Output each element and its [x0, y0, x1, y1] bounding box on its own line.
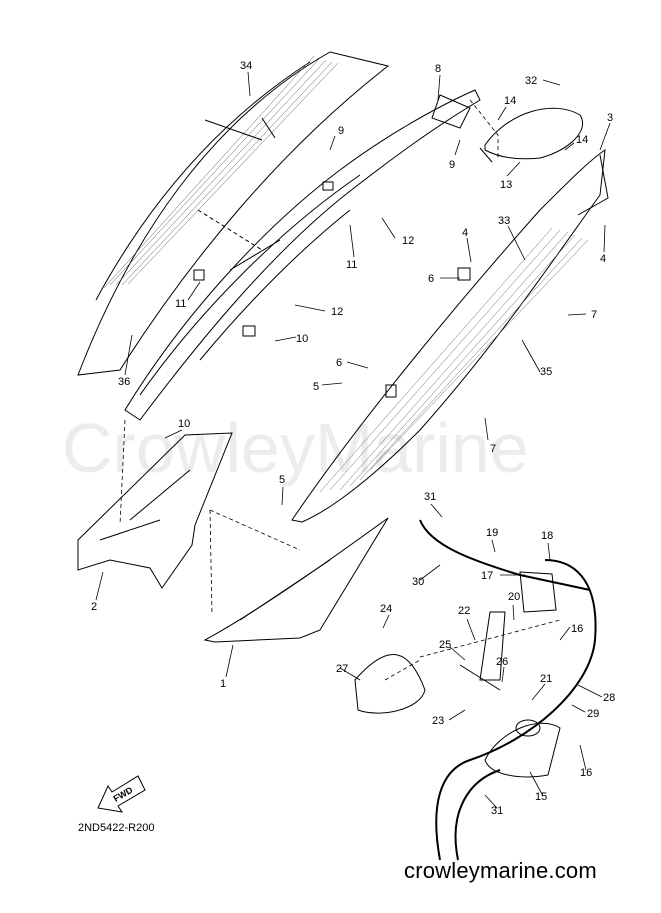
callout-36: 36 [118, 376, 130, 388]
callouts: 34 8 32 3 14 14 9 9 13 12 11 4 4 33 6 11… [91, 60, 615, 817]
callout-26: 26 [496, 656, 508, 668]
callout-10-lower: 10 [178, 418, 190, 430]
brand-url: crowleymarine.com [404, 858, 597, 883]
callout-27: 27 [336, 663, 348, 675]
callout-6-lower: 6 [336, 357, 342, 369]
callout-13: 13 [500, 179, 512, 191]
part-1-panel [203, 517, 389, 643]
callout-11-left: 11 [175, 298, 186, 310]
callout-24: 24 [380, 603, 392, 615]
callout-5-upper: 5 [313, 381, 319, 393]
callout-2: 2 [91, 601, 97, 613]
callout-3: 3 [607, 112, 613, 124]
part-8-tail-cover [124, 89, 481, 421]
callout-5-lower: 5 [279, 474, 285, 486]
diagram-code: 2ND5422-R200 [78, 822, 155, 834]
callout-9-left: 9 [338, 125, 344, 137]
callout-20: 20 [508, 591, 520, 603]
callout-21: 21 [540, 673, 552, 685]
callout-31-lower: 31 [491, 805, 503, 817]
callout-33: 33 [498, 215, 510, 227]
callout-12-upper: 12 [402, 235, 414, 247]
fwd-arrow [97, 775, 146, 813]
callout-28: 28 [603, 692, 615, 704]
part-2-panel [77, 432, 233, 589]
callout-4-left: 4 [462, 227, 468, 239]
parts-lower-assembly [354, 519, 597, 861]
callout-16-lower: 16 [580, 767, 592, 779]
callout-1: 1 [220, 678, 226, 690]
callout-18: 18 [541, 530, 553, 542]
part-13-bracket [479, 107, 583, 163]
callout-29: 29 [587, 708, 599, 720]
callout-32: 32 [525, 75, 537, 87]
watermark: CrowleyMarine [62, 409, 529, 487]
callout-7-upper: 7 [591, 309, 597, 321]
callout-23: 23 [432, 715, 444, 727]
callout-15: 15 [535, 791, 547, 803]
leader-lines [95, 71, 611, 809]
callout-19: 19 [486, 527, 498, 539]
callout-8: 8 [435, 63, 441, 75]
callout-34: 34 [240, 60, 252, 72]
part-35-side-cover [291, 148, 609, 523]
callout-35: 35 [540, 366, 552, 378]
callout-12-lower: 12 [331, 306, 343, 318]
callout-30: 30 [412, 576, 424, 588]
callout-11-mid: 11 [346, 259, 357, 271]
alignment-lines [119, 99, 561, 681]
callout-4-right: 4 [600, 253, 606, 265]
callout-14-right: 14 [576, 134, 588, 146]
callout-22: 22 [458, 605, 470, 617]
part-36-side-cover-strip [77, 51, 390, 376]
callout-25: 25 [439, 639, 451, 651]
callout-10-upper: 10 [296, 333, 308, 345]
callout-9-right: 9 [449, 159, 455, 171]
callout-17: 17 [481, 570, 493, 582]
callout-6-upper: 6 [428, 273, 434, 285]
callout-7-lower: 7 [490, 443, 496, 455]
callout-31-upper: 31 [424, 491, 436, 503]
callout-16-upper: 16 [571, 623, 583, 635]
callout-14-upper: 14 [504, 95, 516, 107]
